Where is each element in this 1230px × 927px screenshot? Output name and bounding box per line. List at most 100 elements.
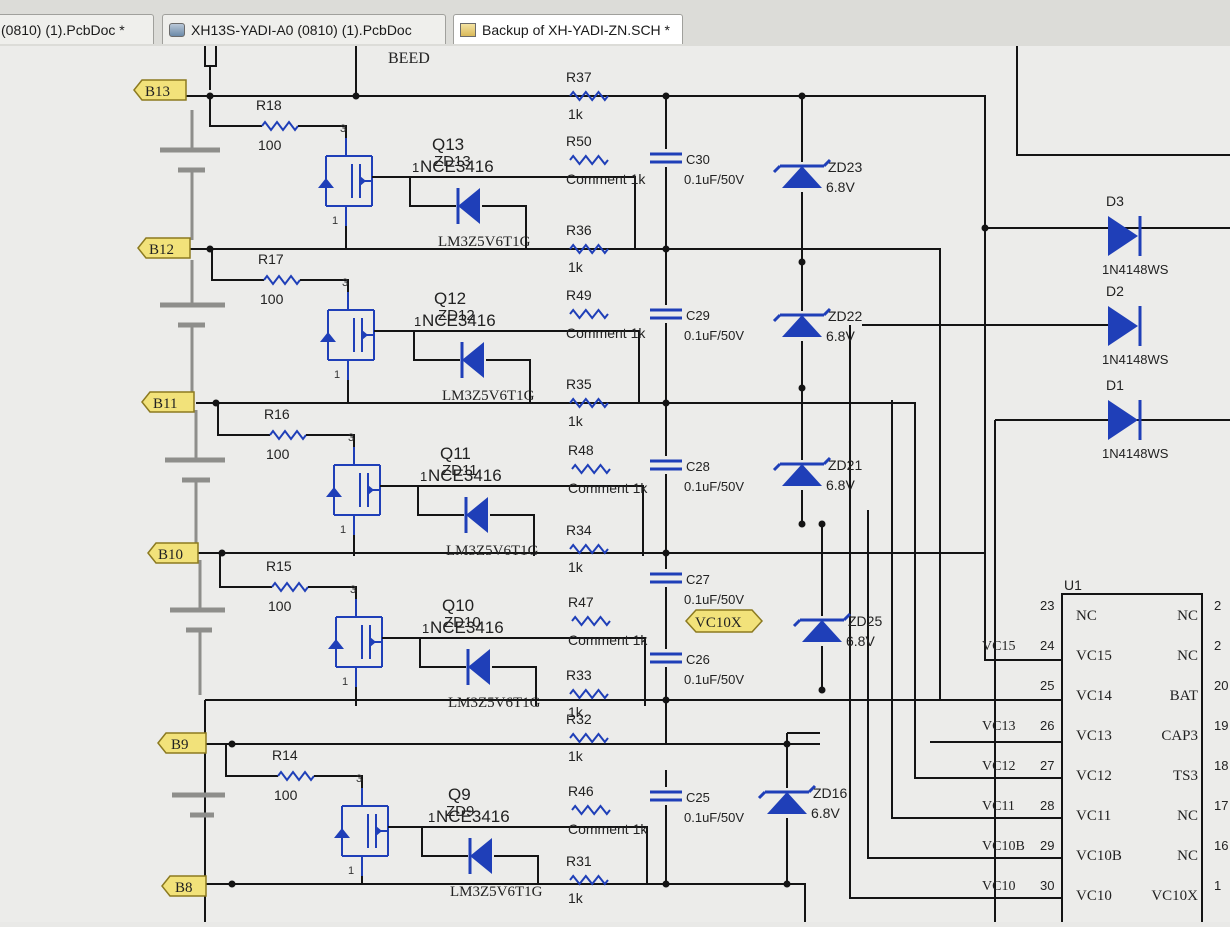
resistor-r35[interactable]: R35 1k [566,376,609,429]
pin-number: 3 [342,277,348,289]
port-b9[interactable]: B9 [157,732,207,754]
port-b8[interactable]: B8 [161,875,207,897]
zener-symbol [470,838,492,874]
ic-pin-name: VC10X [1151,888,1198,904]
zener-part: LM3Z5V6T1G [450,884,543,900]
ic-pin-number: 16 [1214,838,1228,853]
zener-symbol [466,497,488,533]
resistor-symbol [271,581,309,593]
resistor-ref: R35 [566,376,592,392]
tab-pcbdoc-0810[interactable]: (0810) (1).PcbDoc * [0,14,154,44]
bleed-resistor-value: Comment 1k [566,171,646,187]
ic-pin-name: TS3 [1173,768,1198,784]
body-diode [334,828,350,838]
mosfet-ref: Q11 [440,444,471,463]
diode-ref: D2 [1106,283,1124,299]
ic-pin-name: NC [1177,848,1198,864]
capacitor-value: 0.1uF/50V [684,479,744,494]
ic-pin-name: NC [1076,608,1097,624]
port-b13[interactable]: B13 [133,79,187,101]
ic-pin-number: 27 [1040,758,1054,773]
tab-backup-schematic[interactable]: Backup of XH-YADI-ZN.SCH * [453,14,683,44]
capacitor-ref: C25 [686,790,710,805]
ic-pin-name: VC10 [1076,888,1112,904]
ic-net-label: VC10 [982,879,1015,894]
resistor-symbol [269,429,307,441]
pin-number: 3 [350,584,356,596]
ic-pin-number: 25 [1040,678,1054,693]
zener-part: LM3Z5V6T1G [448,695,541,711]
body-diode [326,487,342,497]
port-label: B12 [149,242,174,258]
tab-xh13s-pcbdoc[interactable]: XH13S-YADI-A0 (0810) (1).PcbDoc [162,14,446,44]
diode-ref: D1 [1106,377,1124,393]
bleed-resistor-ref: R46 [568,783,594,799]
capacitor-ref: C30 [686,152,710,167]
mosfet-pin: 1 [414,314,421,329]
bleed-resistor-value: Comment 1k [568,632,648,648]
ic-body [1061,593,1203,925]
port-vc10x[interactable]: VC10X [684,609,764,633]
body-diode [328,639,344,649]
ic-pin-number: 26 [1040,718,1054,733]
resistor-symbol [569,308,609,320]
ic-pin-right: VC10X 1 [1151,878,1221,904]
pin-number: 1 [348,865,354,877]
ic-pins: NC23VC1524VC15VC1425VC1326VC13VC1227VC12… [982,598,1228,904]
ic-pin-number: 30 [1040,878,1054,893]
port-b10[interactable]: B10 [147,542,199,564]
mosfet-part: NCE3416 [430,618,504,637]
resistor-symbol [261,120,299,132]
port-b11[interactable]: B11 [141,391,195,413]
bleed-resistor-ref: R50 [566,133,592,149]
resistor-value: 1k [568,413,584,429]
gate-resistor-ref: R15 [266,558,292,574]
ic-pin-number: 23 [1040,598,1054,613]
resistor-value: 1k [568,890,584,906]
ic-u1[interactable]: U1 NC23VC1524VC15VC1425VC1326VC13VC1227V… [982,577,1228,925]
ic-pin-number: 1 [1214,878,1221,893]
beed-label: BEED [388,50,430,67]
document-tab-bar: (0810) (1).PcbDoc * XH13S-YADI-A0 (0810)… [0,0,1230,47]
zener-ref: ZD25 [848,613,882,629]
gate-resistor-ref: R16 [264,406,290,422]
ic-ref: U1 [1064,577,1082,593]
port-b12[interactable]: B12 [137,237,191,259]
resistor-symbol [569,688,609,700]
ic-net-label: VC11 [982,799,1015,814]
resistor-value: 1k [568,559,584,575]
capacitor-value: 0.1uF/50V [684,592,744,607]
